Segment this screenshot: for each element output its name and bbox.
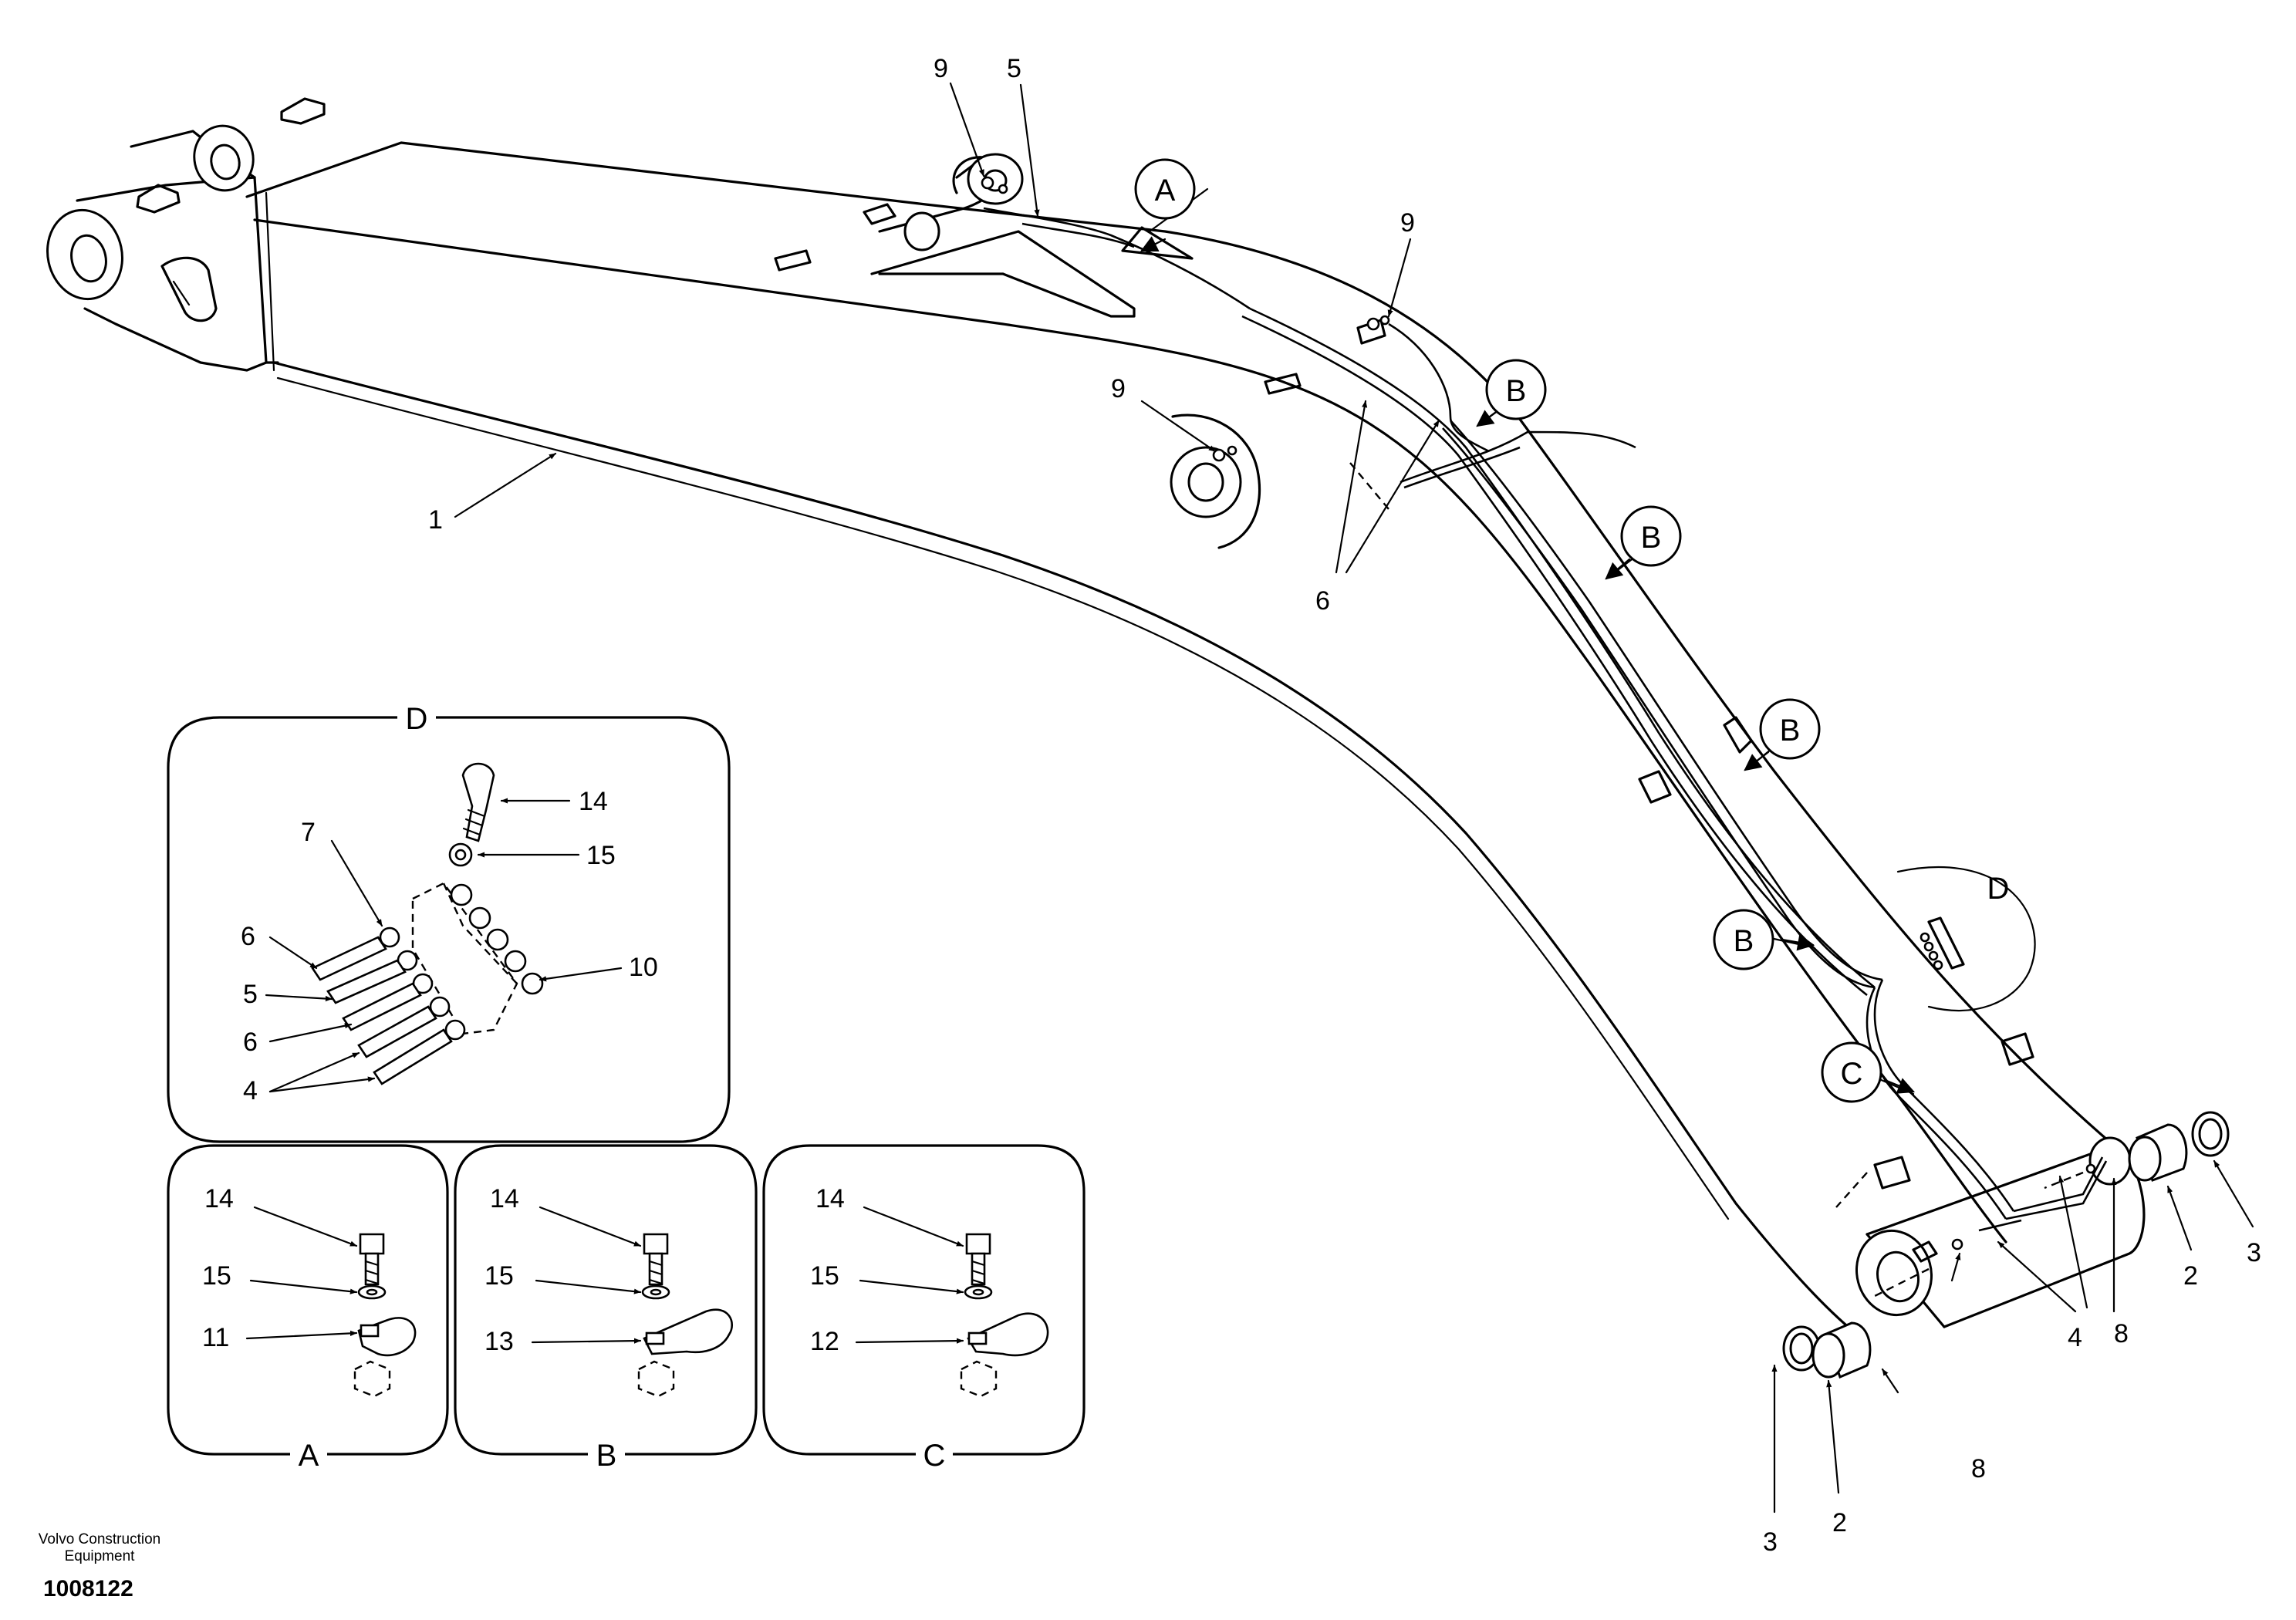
svg-text:B: B	[1641, 521, 1662, 555]
detail-c-title: C	[923, 1439, 946, 1473]
callout-d-marker: D	[1987, 872, 2010, 906]
svg-text:B: B	[1734, 924, 1754, 958]
detail-b-label-14: 14	[490, 1184, 519, 1213]
fittings	[981, 176, 2096, 1250]
connector-block-d	[1896, 866, 2036, 1012]
detail-a-panel: A 14 15 11	[167, 1144, 449, 1473]
label-8-right: 8	[2114, 1319, 2129, 1348]
callout-b-4[interactable]: B	[1713, 909, 1774, 970]
detail-d-label-10: 10	[629, 953, 658, 982]
label-2-left: 2	[1832, 1508, 1847, 1537]
brand-line-2: Equipment	[64, 1548, 135, 1564]
bushings	[1782, 1111, 2230, 1379]
callout-c[interactable]: C	[1821, 1041, 1882, 1103]
svg-text:B: B	[1780, 714, 1801, 748]
leader-lines	[454, 82, 2254, 1514]
detail-c-label-15: 15	[810, 1261, 839, 1291]
detail-c-panel: C 14 15 12	[762, 1144, 1086, 1473]
detail-a-label-11: 11	[202, 1323, 229, 1352]
label-3-right: 3	[2247, 1238, 2261, 1267]
detail-a-title: A	[299, 1439, 319, 1473]
label-9-left: 9	[1111, 374, 1126, 403]
detail-d-label-5: 5	[243, 980, 258, 1009]
detail-b-title: B	[596, 1439, 617, 1473]
circled-callouts: A B B B B C D	[1134, 158, 2010, 1103]
footer: Volvo Construction Equipment 1008122	[11, 1531, 188, 1602]
detail-d-label-7: 7	[301, 818, 316, 847]
label-3-left: 3	[1763, 1527, 1778, 1557]
detail-c-label-14: 14	[815, 1184, 845, 1213]
detail-a-label-14: 14	[204, 1184, 234, 1213]
detail-c-label-12: 12	[810, 1327, 839, 1356]
hose-runs	[983, 207, 2108, 1232]
detail-b-label-13: 13	[485, 1327, 514, 1356]
label-4-tip: 4	[2068, 1323, 2082, 1352]
detail-b-panel: B 14 15 13	[454, 1144, 758, 1473]
detail-d-panel: D 14 15	[167, 702, 731, 1143]
callout-b-1[interactable]: B	[1485, 359, 1547, 420]
svg-text:C: C	[1841, 1057, 1863, 1091]
detail-d-title: D	[406, 702, 428, 736]
boom-body	[46, 97, 2146, 1344]
detail-d-label-14: 14	[579, 787, 608, 816]
label-6-boom: 6	[1315, 586, 1330, 616]
callout-b-2[interactable]: B	[1620, 505, 1682, 567]
callout-a[interactable]: A	[1134, 158, 1196, 220]
detail-b-label-15: 15	[485, 1261, 514, 1291]
detail-d-label-4: 4	[243, 1076, 258, 1105]
detail-d-label-6b: 6	[243, 1028, 258, 1057]
label-5-top: 5	[1007, 54, 1021, 83]
detail-d-label-15: 15	[586, 841, 616, 870]
svg-text:A: A	[1155, 174, 1176, 208]
label-9-mid: 9	[1400, 208, 1415, 238]
detail-d-label-6a: 6	[241, 922, 255, 951]
label-2-right: 2	[2183, 1261, 2198, 1291]
detail-a-label-15: 15	[202, 1261, 231, 1291]
part-labels: 1 9 5 9 9 6 4 8 8 2 3 2 3	[428, 54, 2261, 1557]
label-1: 1	[428, 505, 443, 535]
callout-b-3[interactable]: B	[1759, 698, 1821, 760]
label-8-left: 8	[1971, 1454, 1986, 1483]
label-9-top: 9	[934, 54, 948, 83]
drawing-number: 1008122	[43, 1576, 133, 1601]
svg-text:B: B	[1506, 374, 1527, 408]
brand-line-1: Volvo Construction	[38, 1531, 161, 1547]
